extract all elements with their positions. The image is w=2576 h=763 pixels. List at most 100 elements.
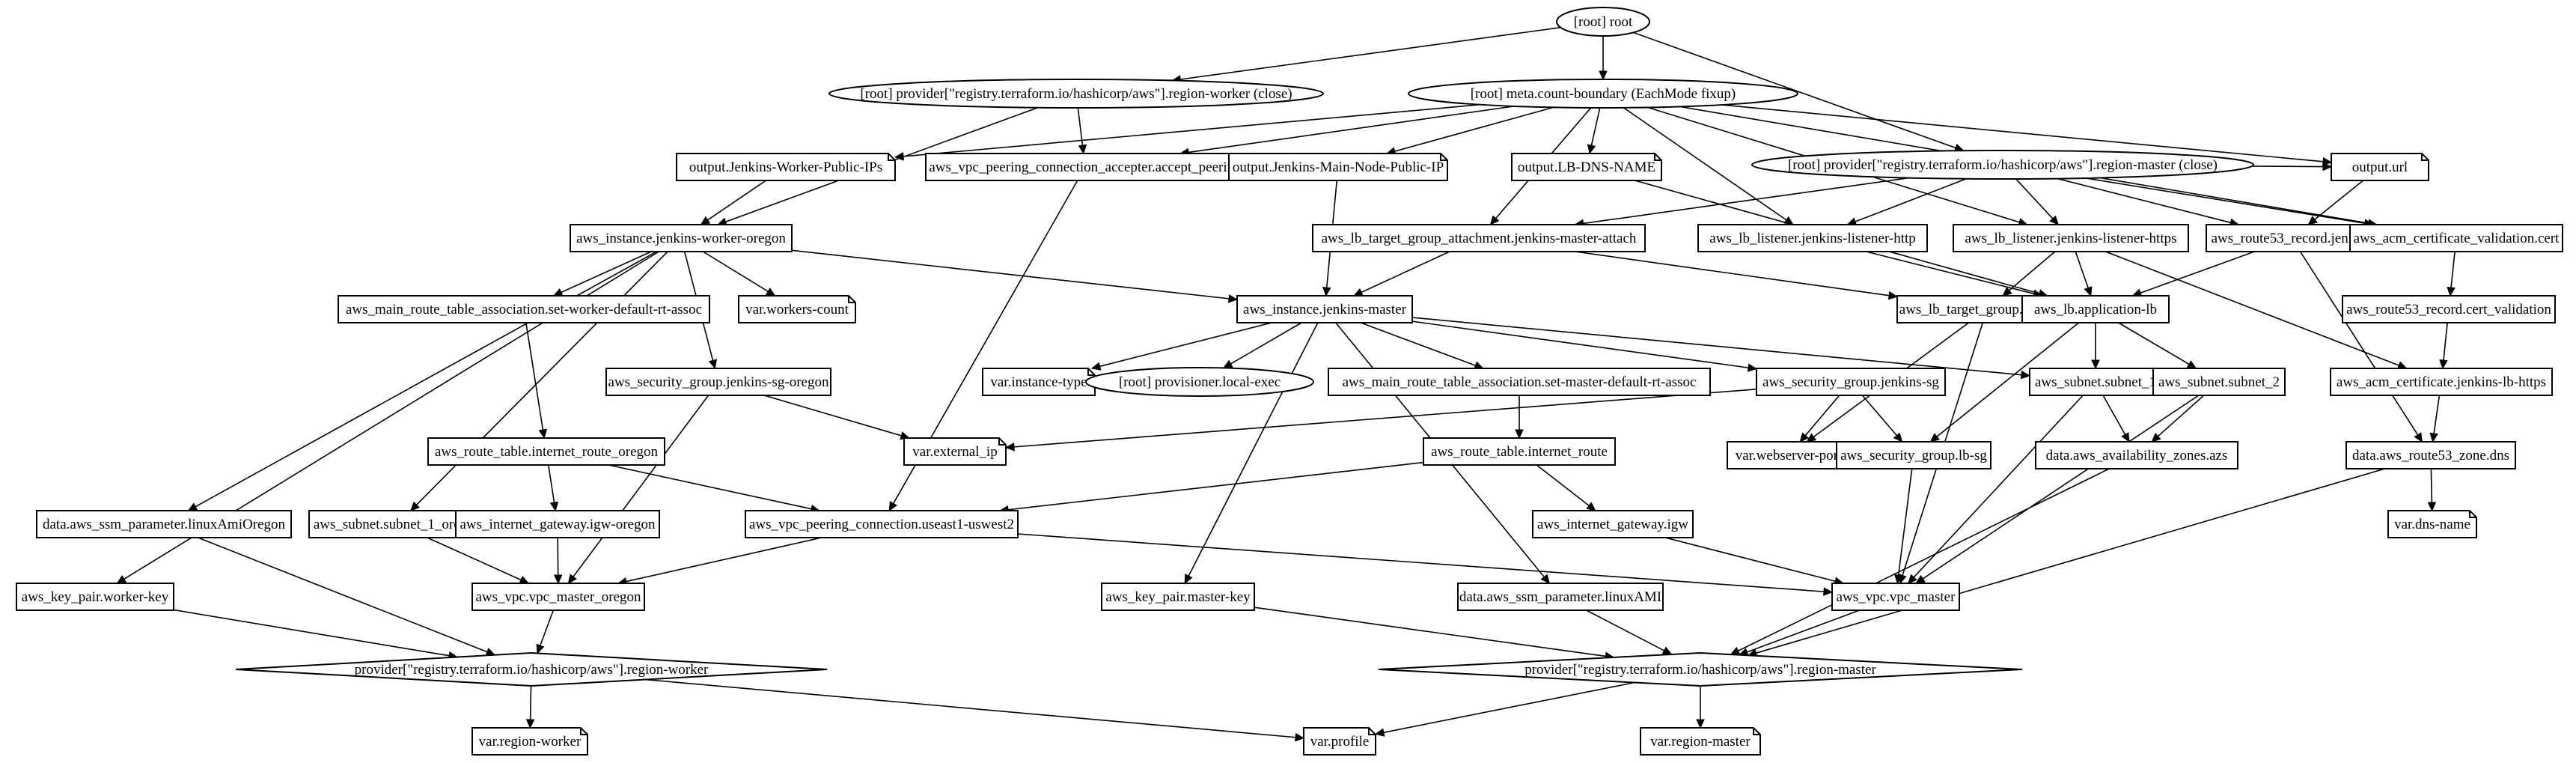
edge-tg_attach-to-tg_app bbox=[1575, 251, 1899, 300]
node-label: [root] meta.count-boundary (EachMode fix… bbox=[1471, 86, 1736, 102]
ellipse-shape bbox=[1751, 150, 2254, 180]
node-label: aws_internet_gateway.igw-oregon bbox=[460, 517, 656, 532]
node-r53_zone: data.aws_route53_zone.dns bbox=[2345, 441, 2516, 469]
node-label: var.workers-count bbox=[745, 302, 849, 317]
box-shape bbox=[1457, 583, 1664, 611]
node-listener_http: aws_lb_listener.jenkins-listener-http bbox=[1697, 224, 1928, 252]
box-shape bbox=[1831, 583, 1960, 611]
edge-prov_worker_close-to-peering_accepter bbox=[1077, 107, 1087, 155]
note-shape bbox=[2387, 510, 2477, 538]
node-label: aws_internet_gateway.igw bbox=[1537, 517, 1688, 532]
edge-r53_zone-to-var_dns_name bbox=[2427, 468, 2437, 512]
node-vpc_master: aws_vpc.vpc_master bbox=[1831, 583, 1960, 611]
node-label: aws_lb.application-lb bbox=[2034, 302, 2157, 317]
box-shape bbox=[1697, 224, 1928, 252]
note-shape bbox=[2331, 153, 2429, 181]
edge-sg_lb-to-vpc_master bbox=[1894, 468, 1913, 585]
diamond-shape bbox=[1378, 651, 2023, 687]
node-azs: data.aws_availability_zones.azs bbox=[2035, 441, 2238, 469]
node-label: aws_lb_listener.jenkins-listener-https bbox=[1965, 231, 2177, 246]
node-label: [root] provisioner.local-exec bbox=[1119, 374, 1281, 390]
edge-peering-to-vpc_worker bbox=[617, 537, 822, 586]
ellipse-shape bbox=[828, 79, 1324, 109]
node-label: output.Jenkins-Main-Node-Public-IP bbox=[1233, 159, 1444, 175]
node-root: [root] root bbox=[1556, 7, 1650, 37]
box-shape bbox=[2345, 441, 2516, 469]
edge-prov_master-to-var_profile bbox=[1374, 681, 1635, 737]
box-shape bbox=[2206, 224, 2378, 252]
note-shape bbox=[471, 727, 588, 756]
edge-tg_attach-to-inst_master bbox=[1352, 251, 1450, 297]
node-igw_master: aws_internet_gateway.igw bbox=[1532, 510, 1694, 538]
node-provisioner: [root] provisioner.local-exec bbox=[1085, 367, 1314, 397]
box-shape bbox=[1328, 368, 1711, 396]
edge-root-to-prov_master_close bbox=[1633, 31, 1965, 152]
node-label: [root] provider["registry.terraform.io/h… bbox=[860, 86, 1292, 102]
node-prov_worker_close: [root] provider["registry.terraform.io/h… bbox=[828, 79, 1324, 109]
node-sg_master: aws_security_group.jenkins-sg bbox=[1756, 368, 1946, 396]
node-label: aws_subnet.subnet_1 bbox=[2035, 374, 2156, 390]
edge-r53_zone-to-prov_master bbox=[1747, 468, 2385, 657]
node-label: aws_main_route_table_association.set-mas… bbox=[1343, 374, 1697, 390]
node-key_worker: aws_key_pair.worker-key bbox=[16, 583, 174, 611]
node-acm_cert: aws_acm_certificate.jenkins-lb-https bbox=[2330, 368, 2553, 396]
box-shape bbox=[16, 583, 174, 611]
edge-subnet_1-to-vpc_master bbox=[1907, 395, 2084, 584]
node-label: var.instance-type bbox=[990, 374, 1087, 390]
note-shape bbox=[1228, 153, 1448, 181]
box-shape bbox=[1836, 441, 1991, 469]
box-shape bbox=[338, 295, 710, 323]
node-prov_master_close: [root] provider["registry.terraform.io/h… bbox=[1751, 150, 2254, 180]
edge-inst_master-to-var_instance_type bbox=[1090, 322, 1272, 371]
edge-rt_worker-to-igw_worker bbox=[547, 464, 559, 512]
edge-r53_jenkins-to-lb_app bbox=[2131, 251, 2255, 297]
edge-acm_cert-to-r53_zone bbox=[2429, 395, 2441, 443]
box-shape bbox=[2342, 295, 2556, 323]
edge-sg_master-to-sg_lb bbox=[1861, 395, 1903, 443]
node-ssm_master: data.aws_ssm_parameter.linuxAMI bbox=[1457, 583, 1664, 611]
edge-rta_master-to-rt_master bbox=[1515, 395, 1524, 440]
node-label: provider["registry.terraform.io/hashicor… bbox=[355, 662, 709, 678]
edge-key_worker-to-prov_worker bbox=[173, 609, 459, 660]
edge-inst_worker-to-ssm_worker bbox=[187, 251, 657, 511]
note-shape bbox=[982, 368, 1096, 396]
node-label: aws_subnet.subnet_2 bbox=[2158, 374, 2280, 390]
node-label: aws_lb_target_group_attachment.jenkins-m… bbox=[1322, 231, 1637, 246]
node-r53_cert_val: aws_route53_record.cert_validation bbox=[2342, 295, 2556, 323]
box-shape bbox=[745, 510, 1019, 538]
node-rt_master: aws_route_table.internet_route bbox=[1423, 437, 1616, 466]
node-var_instance_type: var.instance-type bbox=[982, 368, 1096, 396]
node-label: aws_security_group.jenkins-sg bbox=[1762, 374, 1939, 390]
node-var_webserver_port: var.webserver-port bbox=[1727, 441, 1851, 469]
box-shape bbox=[2035, 441, 2238, 469]
edge-key_master-to-prov_master bbox=[1254, 607, 1615, 661]
box-shape bbox=[1756, 368, 1946, 396]
ellipse-shape bbox=[1408, 79, 1798, 109]
node-vpc_worker: aws_vpc.vpc_master_oregon bbox=[471, 583, 645, 611]
edge-subnet_1-to-azs bbox=[2102, 395, 2130, 443]
edge-inst_master-to-key_master bbox=[1184, 322, 1319, 585]
node-tg_attach: aws_lb_target_group_attachment.jenkins-m… bbox=[1312, 224, 1646, 252]
node-label: provider["registry.terraform.io/hashicor… bbox=[1524, 662, 1876, 678]
box-shape bbox=[925, 153, 1245, 181]
node-ssm_worker: data.aws_ssm_parameter.linuxAmiOregon bbox=[36, 510, 292, 538]
node-label: aws_lb_listener.jenkins-listener-http bbox=[1709, 231, 1916, 246]
edge-peering-to-vpc_master bbox=[1017, 533, 1834, 596]
node-var_workers_count: var.workers-count bbox=[738, 295, 856, 323]
box-shape bbox=[1312, 224, 1646, 252]
node-rta_master: aws_main_route_table_association.set-mas… bbox=[1328, 368, 1711, 396]
edge-ssm_worker-to-prov_worker bbox=[198, 537, 496, 656]
edge-inst_master-to-subnet_1 bbox=[1411, 317, 2031, 380]
edge-meta_count-to-out_worker_ips bbox=[894, 103, 1480, 161]
edge-inst_master-to-sg_master bbox=[1411, 320, 1758, 372]
node-var_external_ip: var.external_ip bbox=[903, 437, 1007, 466]
node-label: var.external_ip bbox=[912, 444, 997, 460]
node-subnet_2: aws_subnet.subnet_2 bbox=[2152, 368, 2286, 396]
node-label: aws_key_pair.master-key bbox=[1105, 589, 1251, 605]
ellipse-shape bbox=[1085, 367, 1314, 397]
edge-inst_worker-to-inst_master bbox=[791, 249, 1239, 303]
edge-ssm_master-to-prov_master bbox=[1586, 610, 1673, 655]
box-shape bbox=[2349, 224, 2563, 252]
node-igw_worker: aws_internet_gateway.igw-oregon bbox=[455, 510, 660, 538]
